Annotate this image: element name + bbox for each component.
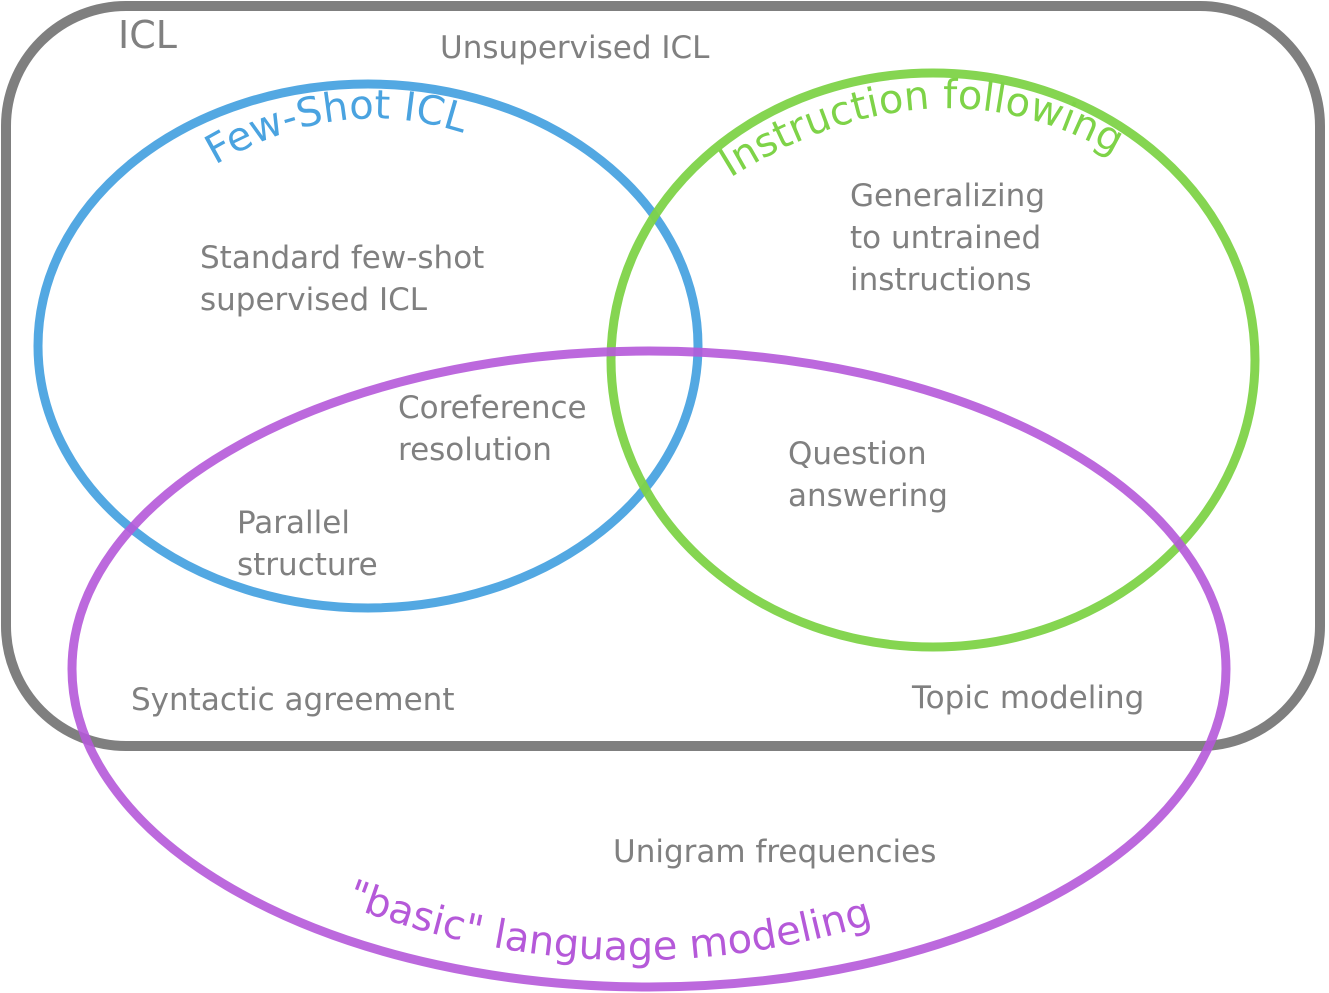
few-shot-icl-set-boundary [33, 79, 703, 613]
basic-language-modeling-set-boundary [67, 346, 1231, 992]
instruction-following-set-title: Instruction following [711, 72, 1131, 186]
icl-set-title: ICL [118, 13, 177, 57]
question-answering-label: Question answering [788, 436, 948, 514]
standard-few-shot-label: Standard few-shot supervised ICL [200, 240, 494, 318]
instruction-following-set-boundary [606, 68, 1260, 652]
basic-language-modeling-set-title: "basic" language modeling [342, 871, 877, 970]
unsupervised-icl-label: Unsupervised ICL [440, 30, 710, 66]
topic-modeling-label: Topic modeling [911, 680, 1144, 716]
coreference-resolution-label: Coreference resolution [398, 390, 597, 468]
syntactic-agreement-label: Syntactic agreement [131, 682, 455, 718]
icl-set-boundary [1, 1, 1325, 751]
generalizing-label: Generalizing to untrained instructions [850, 178, 1055, 298]
parallel-structure-label: Parallel structure [237, 505, 378, 583]
few-shot-icl-set-title: Few-Shot ICL [198, 82, 474, 173]
unigram-frequencies-label: Unigram frequencies [613, 834, 936, 870]
